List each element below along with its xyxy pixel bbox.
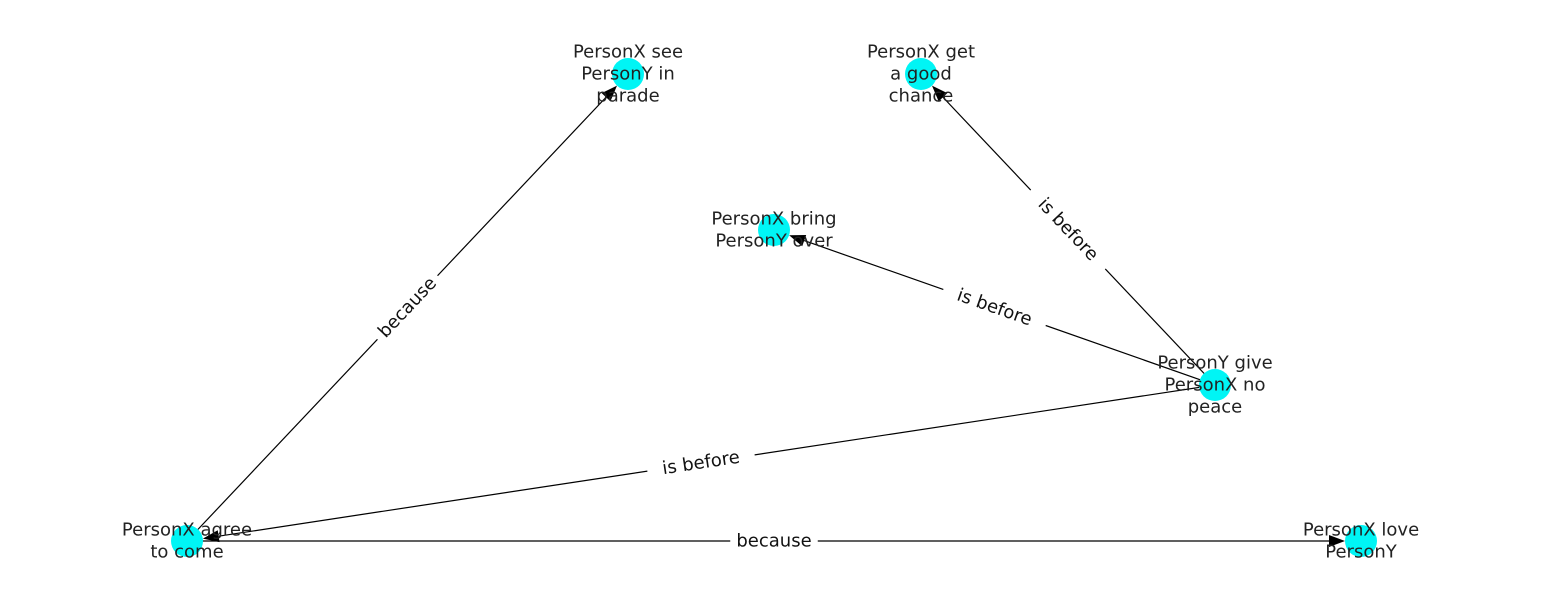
node-label: PersonX love (1303, 520, 1419, 541)
node-label: parade (596, 86, 659, 107)
edge-label-background (645, 442, 757, 484)
node-circle-n_chance[interactable] (905, 58, 937, 90)
node-label: PersonX see (573, 42, 683, 63)
node-label: PersonY give (1157, 353, 1272, 374)
node-label: PersonX get (867, 42, 975, 63)
edge-label-background (368, 266, 447, 349)
node-label: PersonX no (1165, 375, 1266, 396)
node-circle-n_agree[interactable] (171, 525, 203, 557)
edge-label: is before (645, 442, 757, 484)
edge-arrowhead (202, 530, 220, 543)
node-label: PersonY (1325, 542, 1397, 563)
edge-arrowhead (789, 234, 807, 247)
edge-label: is before (939, 277, 1050, 338)
node-label: to come (150, 542, 223, 563)
edge-label: because (368, 266, 447, 349)
node-label: PersonX bring (711, 209, 836, 230)
edge-label-text: is before (954, 285, 1035, 331)
edge-label-background (939, 277, 1050, 338)
edge-arrowhead (601, 85, 618, 102)
node-label: a good (890, 64, 952, 85)
node-label: chance (889, 86, 954, 107)
node-label: PersonY over (715, 231, 833, 252)
node-circle-n_bring[interactable] (758, 214, 790, 246)
node-label: PersonY in (581, 64, 675, 85)
edge-label-background (730, 528, 818, 554)
edge-arrowhead (1329, 535, 1345, 547)
labels-layer: because because is before is before is befor… (122, 42, 1419, 563)
node-circle-n_see[interactable] (612, 58, 644, 90)
node-circle-n_love[interactable] (1345, 525, 1377, 557)
edge-label-text: because (736, 531, 811, 552)
node-label: peace (1188, 397, 1243, 418)
edge-label-text: because (374, 273, 441, 342)
edge-label: is before (1021, 181, 1115, 278)
edge-arrowhead (931, 85, 948, 102)
nodes-layer (171, 58, 1377, 557)
node-circle-n_give[interactable] (1199, 369, 1231, 401)
edge-label: because (730, 528, 818, 554)
edge-label-text: is before (1034, 194, 1103, 265)
node-label: PersonX agree (122, 520, 252, 541)
edge-label-background (1021, 181, 1115, 278)
edges-layer (186, 85, 1345, 547)
